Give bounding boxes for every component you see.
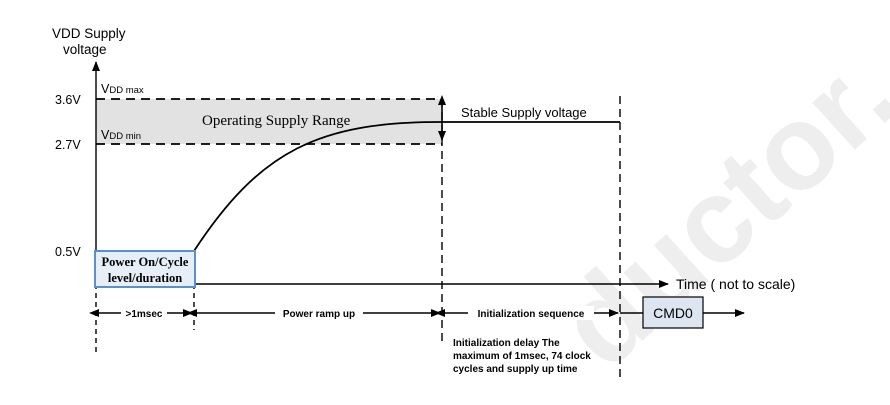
segment-label-1-bg — [121, 306, 167, 320]
tick-label-3v6: 3.6V — [55, 93, 81, 107]
tick-label-0v5: 0.5V — [55, 245, 81, 259]
cmd0-label: CMD0 — [653, 305, 693, 321]
operating-range-label: Operating Supply Range — [202, 113, 351, 129]
segment-label-3: Initialization sequence — [478, 309, 585, 320]
vdd-max-label: VDD max — [101, 82, 144, 96]
init-note-line3: cycles and supply up time — [453, 364, 578, 375]
power-on-box — [94, 250, 196, 288]
tick-label-2v7: 2.7V — [55, 138, 81, 152]
init-note-line2: maximum of 1msec, 74 clock — [453, 351, 591, 362]
vdd-min-label: VDD min — [101, 128, 141, 142]
y-axis-title-line2: voltage — [63, 42, 107, 57]
time-axis-label: Time ( not to scale) — [676, 276, 795, 292]
init-note-line1: Initialization delay The — [453, 338, 560, 349]
power-ramp-curve — [193, 121, 441, 252]
watermark-text: ductor, — [534, 26, 890, 393]
segment-label-2: Power ramp up — [283, 309, 355, 320]
power-on-box-line1: Power On/Cycle — [102, 255, 189, 269]
operating-range-band — [96, 99, 441, 144]
power-on-box-line2: level/duration — [108, 271, 182, 285]
segment-label-1: >1msec — [126, 309, 163, 320]
segment-label-2-bg — [275, 306, 363, 320]
segment-label-3-bg — [468, 306, 594, 320]
y-axis-title-line1: VDD Supply — [52, 26, 126, 41]
stable-supply-label: Stable Supply voltage — [461, 105, 587, 120]
cmd0-box — [642, 296, 704, 329]
